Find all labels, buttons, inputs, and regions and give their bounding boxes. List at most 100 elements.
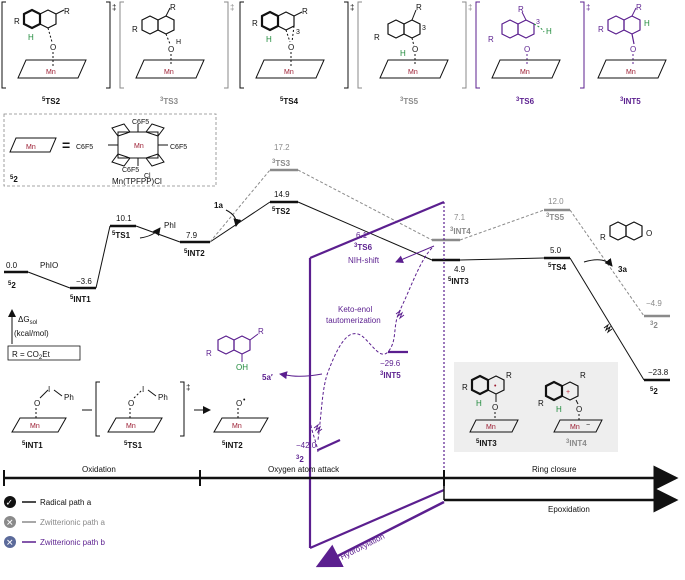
h-label: H xyxy=(556,405,562,414)
c6f5-label: C6F5 xyxy=(170,144,187,151)
energy-value: −4.9 xyxy=(646,299,662,308)
r-label: R xyxy=(580,371,586,380)
r-label: R xyxy=(170,3,176,12)
energy-value: 5.0 xyxy=(550,246,562,255)
energy-value: 4.9 xyxy=(454,265,466,274)
dagger-text: ‡ xyxy=(350,3,354,12)
h-label: H xyxy=(400,49,406,58)
radical-dot: • xyxy=(243,397,246,404)
radical-dot: • xyxy=(494,383,497,390)
c6f5-label: C6F5 xyxy=(76,144,93,151)
level-label: 5TS4 xyxy=(548,263,567,272)
catalyst-formula: Mn(TPFPP)Cl xyxy=(112,177,162,186)
h-label: H xyxy=(28,33,34,42)
mn-label: Mn xyxy=(164,69,174,76)
dagger-text: ‡ xyxy=(586,3,590,12)
r-label: R xyxy=(252,19,258,28)
level-label: 3INT4 xyxy=(450,227,471,236)
structure-label: 3TS5 xyxy=(400,97,419,106)
energy-value: −29.6 xyxy=(380,359,401,368)
radical-path-connectors xyxy=(27,201,645,381)
ph-label: Ph xyxy=(158,393,168,402)
mn-label: Mn xyxy=(570,424,580,431)
zwitterionic-a-connectors xyxy=(209,169,645,317)
energy-value: −3.6 xyxy=(76,277,92,286)
equals-sign: = xyxy=(62,137,70,153)
level-label: 3TS5 xyxy=(546,213,565,222)
energy-value: 6.1 xyxy=(356,231,368,240)
r-label: R xyxy=(302,7,308,16)
h-label: H xyxy=(266,35,272,44)
energy-value: 0.0 xyxy=(6,261,18,270)
keto-enol-label: tautomerization xyxy=(326,316,381,325)
legend-item-zwitterionic-path-b: ✕ Zwitterionic path b xyxy=(4,536,105,548)
oh-label: OH xyxy=(236,363,248,372)
energy-value: −42.0 xyxy=(296,441,317,450)
r-definition: R = CO2Et xyxy=(12,350,51,361)
level-label: 5INT2 xyxy=(184,249,205,258)
c6f5-label: C6F5 xyxy=(132,119,149,126)
h-label: H xyxy=(176,39,181,46)
r-label: R xyxy=(598,25,604,34)
level-label: 3TS6 xyxy=(354,243,373,252)
level-label: 5INT1 xyxy=(70,295,91,304)
r-label: R xyxy=(64,7,70,16)
scheme-label: 5TS1 xyxy=(124,441,143,450)
r-label: R xyxy=(636,3,642,12)
r-label: R xyxy=(132,25,138,34)
o-label: O xyxy=(128,399,134,408)
cross-icon: ✕ xyxy=(6,538,14,548)
ph-label: Ph xyxy=(64,393,74,402)
energy-value: −23.8 xyxy=(648,368,669,377)
r-label: R xyxy=(14,17,20,26)
r-label: R xyxy=(600,233,606,242)
level-label: 3INT5 xyxy=(380,371,401,380)
position-3-label: 3 xyxy=(296,29,300,36)
energy-value: 17.2 xyxy=(274,143,290,152)
r-label: R xyxy=(462,383,468,392)
mn-label: Mn xyxy=(126,423,136,430)
cross-icon: ✕ xyxy=(6,518,14,528)
catalyst-box: Mn = C6F5 C6F5 C6F5 C6F5 Mn Cl Mn(TPFPP)… xyxy=(3,113,217,187)
o-label: O xyxy=(646,229,652,238)
r-label: R xyxy=(488,35,494,44)
c6f5-label: C6F5 xyxy=(122,167,139,174)
mn-label: Mn xyxy=(408,69,418,76)
stage-label: Ring closure xyxy=(532,465,577,474)
axis-label: ΔGsol xyxy=(18,315,37,326)
hydroxylation-label: Hydroxylation xyxy=(339,532,386,562)
dagger-text: ‡ xyxy=(186,383,190,392)
structure-3ts5: ‡ R R 3 H O Mn 3TS5 xyxy=(357,1,472,106)
mn-label: Mn xyxy=(26,144,36,151)
stage-label: Oxidation xyxy=(82,465,116,474)
check-icon: ✓ xyxy=(6,498,14,508)
h-label: H xyxy=(476,399,482,408)
legend-item-radical-path-a: ✓ Radical path a xyxy=(4,496,92,508)
r-label: R xyxy=(506,371,512,380)
level-label: 52 xyxy=(8,281,16,290)
energy-value: 7.9 xyxy=(186,231,198,240)
side-reagent: 1a xyxy=(214,201,223,210)
level-label: 3TS3 xyxy=(272,159,291,168)
epoxide-product-icon: O R xyxy=(600,221,652,242)
r-label: R xyxy=(206,349,212,358)
h-label: H xyxy=(546,27,552,36)
structure-label: 3TS3 xyxy=(160,97,179,106)
scheme-label: 5INT1 xyxy=(22,441,43,450)
energy-value: 7.1 xyxy=(454,213,466,222)
anion-sign: − xyxy=(586,422,590,429)
mn-label: Mn xyxy=(284,69,294,76)
mn-label: Mn xyxy=(486,424,496,431)
energy-value: 14.9 xyxy=(274,190,290,199)
structure-5ts4: ‡ R R 3 H O Mn 5TS4 xyxy=(239,1,354,106)
o-label: O xyxy=(236,399,242,408)
o-label: O xyxy=(34,399,40,408)
level-label: 32 xyxy=(296,455,304,464)
axis-break-icon xyxy=(603,323,613,334)
dagger-text: ‡ xyxy=(468,3,472,12)
i-label: I xyxy=(142,385,144,394)
dagger-text: ‡ xyxy=(112,3,116,12)
structure-label: 3TS6 xyxy=(516,97,535,106)
axis-break-icon xyxy=(395,309,405,320)
